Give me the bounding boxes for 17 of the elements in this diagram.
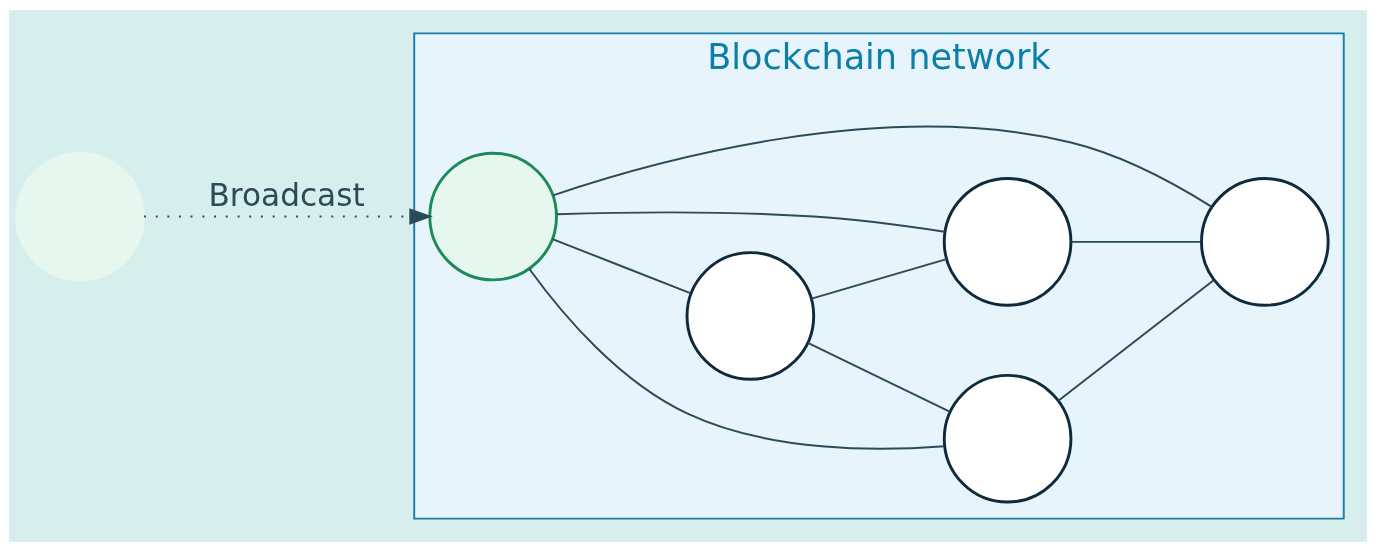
edge-label: Broadcast <box>208 177 365 214</box>
node-circle <box>685 251 816 381</box>
node-circle <box>1200 177 1330 307</box>
connector <box>1070 240 1202 243</box>
connector <box>1057 279 1215 402</box>
node-circle <box>942 177 1073 307</box>
connector <box>551 238 692 295</box>
arrow <box>143 208 433 225</box>
connector <box>555 211 946 233</box>
cluster: Blockchain network <box>413 32 1345 520</box>
connector <box>806 341 952 413</box>
node-circle <box>15 151 145 282</box>
connector <box>528 267 946 450</box>
connector <box>810 258 948 300</box>
connector <box>552 125 1213 208</box>
node-circle <box>942 373 1073 504</box>
node-circle <box>428 151 558 282</box>
